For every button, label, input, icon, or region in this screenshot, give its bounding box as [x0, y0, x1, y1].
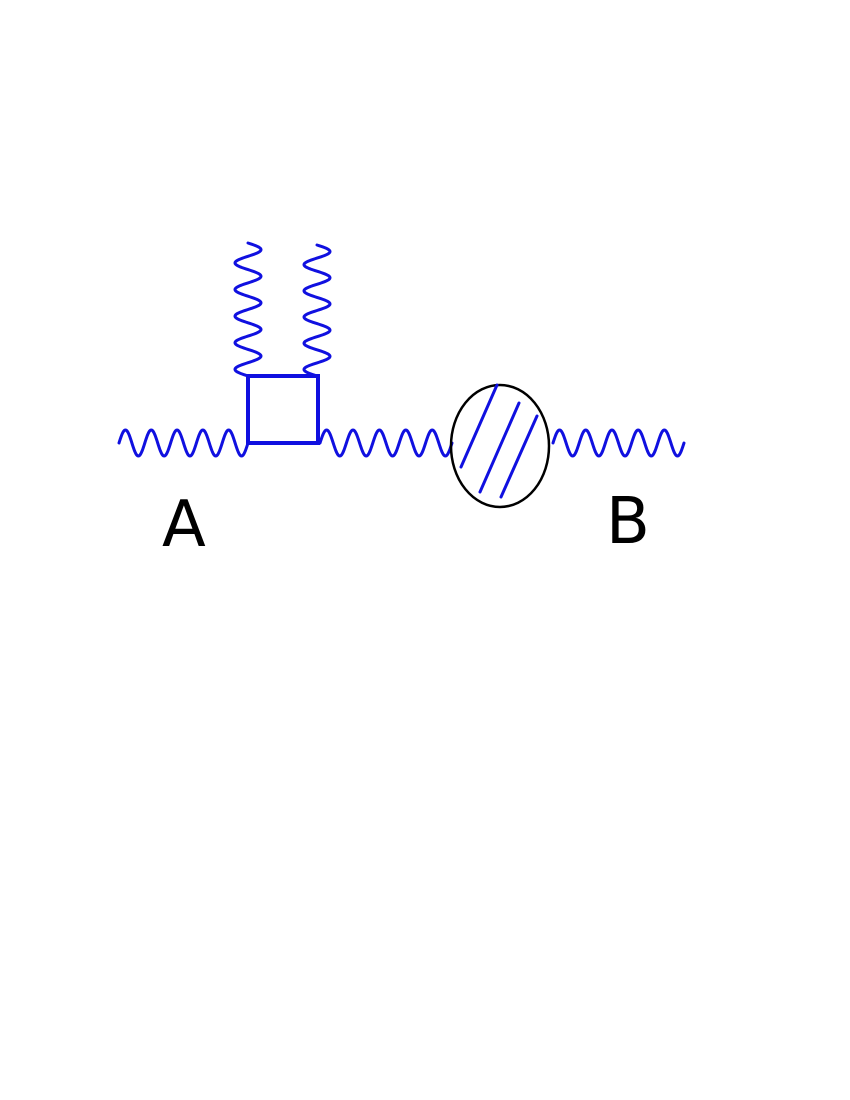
hatched-blob: [449, 383, 551, 509]
label-b: B: [606, 485, 650, 559]
wavy-line-upper-right: [302, 243, 332, 378]
wavy-line-internal: [318, 428, 454, 458]
wavy-line-left-external: [117, 428, 250, 458]
label-a: A: [162, 488, 206, 562]
wavy-line-right-external: [551, 428, 686, 458]
blob-hatch-line: [459, 383, 499, 469]
square-vertex: [246, 374, 320, 445]
blob-hatch-line: [478, 401, 521, 494]
blob-hatch-line: [499, 414, 539, 499]
wavy-line-upper-left: [233, 241, 263, 378]
